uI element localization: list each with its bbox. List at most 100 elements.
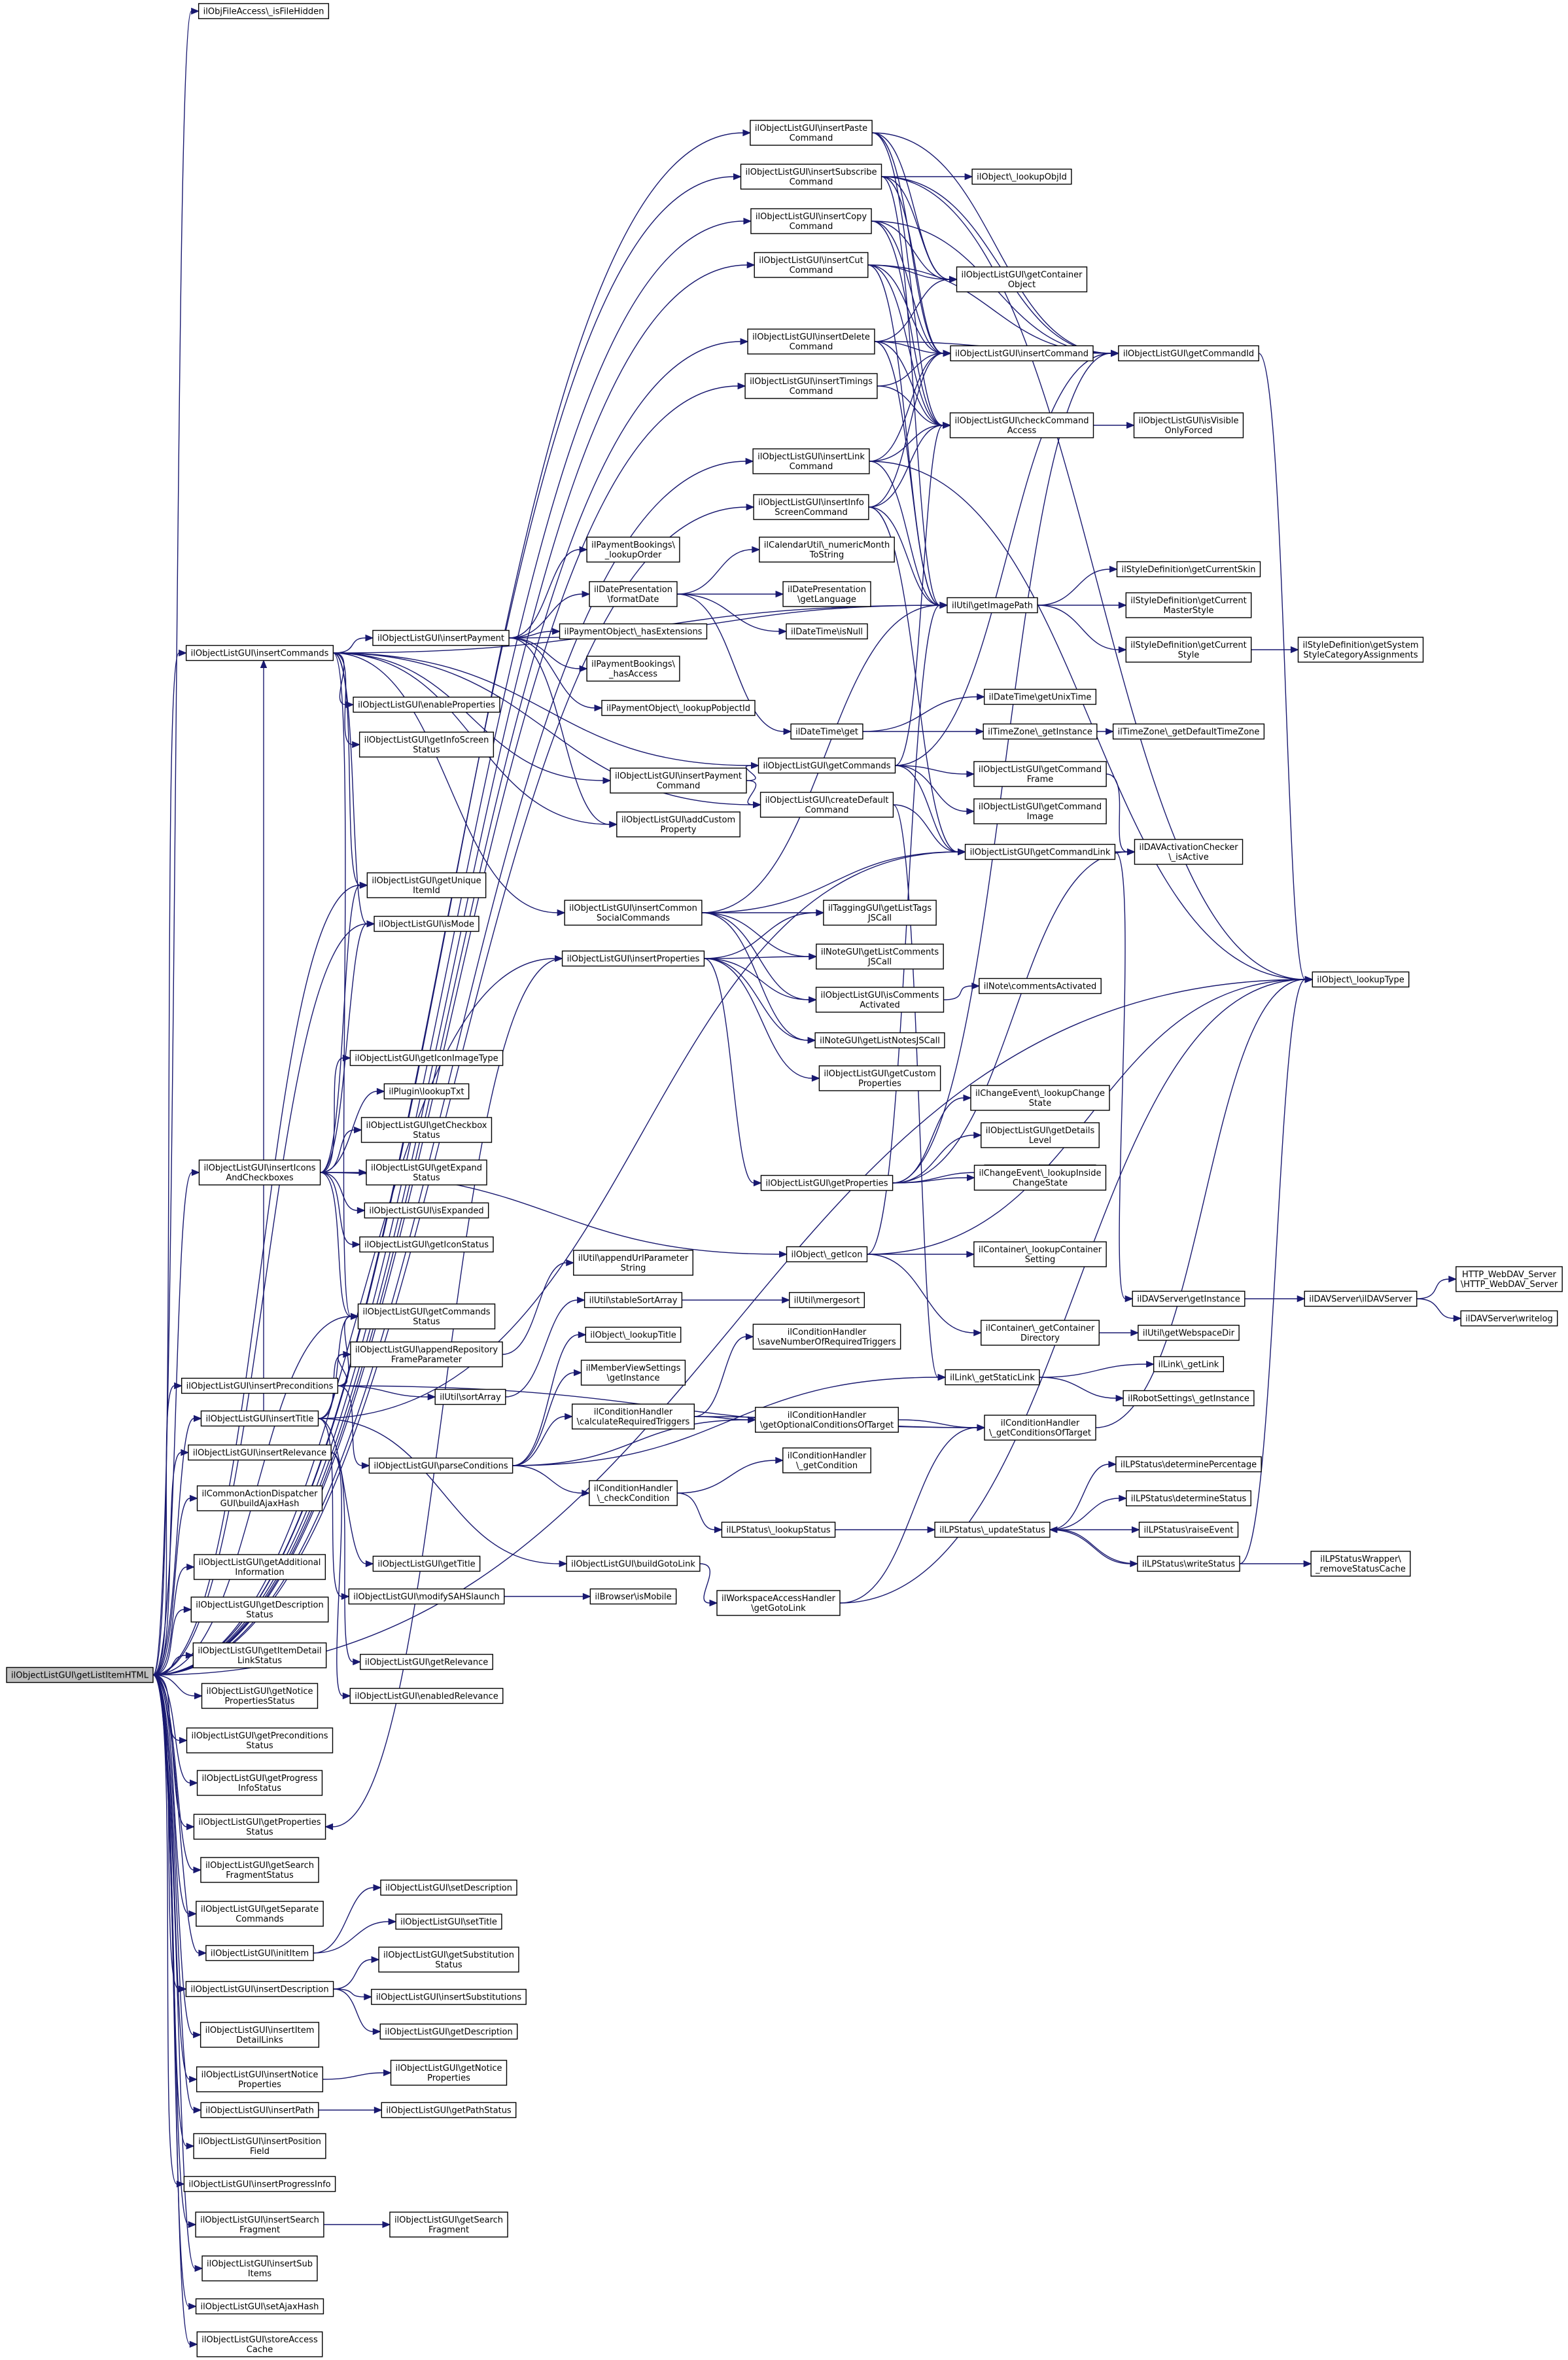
node-davisactive[interactable]: ilDAVActivationChecker\_isActive xyxy=(1134,839,1244,865)
node-settitle[interactable]: ilObjectListGUI\setTitle xyxy=(395,1913,502,1930)
node-getunixtime[interactable]: ilDateTime\getUnixTime xyxy=(983,688,1097,705)
node-geticon[interactable]: ilObject\_getIcon xyxy=(786,1246,868,1263)
node-calculaterequiredtriggers[interactable]: ilConditionHandler\calculateRequiredTrig… xyxy=(571,1403,695,1430)
node-hasextensions[interactable]: ilPaymentObject\_hasExtensions xyxy=(559,623,708,640)
node-removestatuscache[interactable]: ilLPStatusWrapper\_removeStatusCache xyxy=(1310,1551,1411,1577)
node-setdescription[interactable]: ilObjectListGUI\setDescription xyxy=(380,1879,517,1896)
node-insertdescription[interactable]: ilObjectListGUI\insertDescription xyxy=(185,1981,334,1998)
node-insertprogressinfo[interactable]: ilObjectListGUI\insertProgressInfo xyxy=(183,2175,336,2193)
node-getcommandid[interactable]: ilObjectListGUI\getCommandId xyxy=(1118,345,1259,362)
node-lookuppobjectid[interactable]: ilPaymentObject\_lookupPobjectId xyxy=(601,699,756,716)
node-appendrepositoryframe[interactable]: ilObjectListGUI\appendRepositoryFramePar… xyxy=(350,1341,503,1367)
node-isnull[interactable]: ilDateTime\isNull xyxy=(786,623,868,640)
node-ismobile[interactable]: ilBrowser\isMobile xyxy=(589,1588,677,1605)
node-parseconditions[interactable]: ilObjectListGUI\parseConditions xyxy=(368,1457,514,1474)
node-buildgotolink[interactable]: ilObjectListGUI\buildGotoLink xyxy=(566,1555,701,1572)
node-setajaxhash[interactable]: ilObjectListGUI\setAjaxHash xyxy=(195,2298,324,2315)
node-determinestatus[interactable]: ilLPStatus\determineStatus xyxy=(1126,1490,1251,1507)
node-insertrelevance[interactable]: ilObjectListGUI\insertRelevance xyxy=(188,1444,332,1461)
node-getoptionalconditions[interactable]: ilConditionHandler\getOptionalConditions… xyxy=(755,1407,899,1433)
node-formatdate[interactable]: ilDatePresentation\formatDate xyxy=(589,581,678,607)
node-getsystemstyle[interactable]: ilStyleDefinition\getSystemStyleCategory… xyxy=(1297,637,1424,663)
node-paymentlookuporder[interactable]: ilPaymentBookings\_lookupOrder xyxy=(586,537,680,563)
node-davserver[interactable]: ilDAVServer\ilDAVServer xyxy=(1304,1290,1418,1307)
node-insertpreconditions[interactable]: ilObjectListGUI\insertPreconditions xyxy=(181,1377,339,1394)
node-geticonstatus[interactable]: ilObjectListGUI\getIconStatus xyxy=(359,1236,494,1253)
node-enableproperties[interactable]: ilObjectListGUI\enableProperties xyxy=(353,696,500,713)
node-updatestatus[interactable]: ilLPStatus\_updateStatus xyxy=(934,1521,1051,1538)
node-lookupobjid[interactable]: ilObject\_lookupObjId xyxy=(971,168,1072,185)
node-tzgetinstance[interactable]: ilTimeZone\_getInstance xyxy=(983,723,1098,740)
node-stablesortarray[interactable]: ilUtil\stableSortArray xyxy=(584,1292,683,1309)
node-getlink[interactable]: ilLink\_getLink xyxy=(1153,1356,1225,1373)
node-lookuptxt[interactable]: ilPlugin\lookupTxt xyxy=(383,1083,470,1100)
node-hasaccess[interactable]: ilPaymentBookings\_hasAccess xyxy=(586,656,680,682)
node-gettitle[interactable]: ilObjectListGUI\getTitle xyxy=(372,1555,481,1572)
node-writestatus[interactable]: ilLPStatus\writeStatus xyxy=(1137,1555,1240,1572)
node-getpathstatus[interactable]: ilObjectListGUI\getPathStatus xyxy=(381,2102,517,2119)
node-datetimeget[interactable]: ilDateTime\get xyxy=(790,723,863,740)
node-davgetinstance[interactable]: ilDAVServer\getInstance xyxy=(1132,1290,1246,1307)
node-checkcondition[interactable]: ilConditionHandler\_checkCondition xyxy=(589,1480,678,1506)
node-getconditionsoftarget[interactable]: ilConditionHandler\_getConditionsOfTarge… xyxy=(984,1415,1096,1441)
node-isfilehidden[interactable]: ilObjFileAccess\_isFileHidden xyxy=(198,3,330,20)
node-commentsactivated[interactable]: ilNote\commentsActivated xyxy=(979,977,1102,995)
node-lookuptype[interactable]: ilObject\_lookupType xyxy=(1312,971,1410,988)
node-getdescription[interactable]: ilObjectListGUI\getDescription xyxy=(379,2023,518,2040)
node-insertcommand[interactable]: ilObjectListGUI\insertCommand xyxy=(950,345,1094,362)
node-determinepercentage[interactable]: ilLPStatus\determinePercentage xyxy=(1115,1456,1262,1473)
node-root[interactable]: ilObjectListGUI\getListItemHTML xyxy=(6,1666,154,1683)
node-getcommandlink[interactable]: ilObjectListGUI\getCommandLink xyxy=(964,843,1116,860)
node-sortarray[interactable]: ilUtil\sortArray xyxy=(434,1388,506,1405)
node-inititem[interactable]: ilObjectListGUI\initItem xyxy=(205,1945,314,1962)
node-insertcommonsocial[interactable]: ilObjectListGUI\insertCommonSocialComman… xyxy=(564,900,703,926)
node-insertproperties[interactable]: ilObjectListGUI\insertProperties xyxy=(561,950,705,967)
node-lookuptitle[interactable]: ilObject\_lookupTitle xyxy=(585,1326,682,1343)
node-getgotolink[interactable]: ilWorkspaceAccessHandler\getGotoLink xyxy=(716,1590,841,1616)
node-getnoticepropertiesstatus[interactable]: ilObjectListGUI\getNoticePropertiesStatu… xyxy=(201,1683,319,1709)
node-ismode[interactable]: ilObjectListGUI\isMode xyxy=(374,915,479,932)
node-savenumberofrequiredtriggers[interactable]: ilConditionHandler\saveNumberOfRequiredT… xyxy=(752,1324,901,1350)
node-getdefaulttimezone[interactable]: ilTimeZone\_getDefaultTimeZone xyxy=(1112,723,1265,740)
node-enabledrelevance[interactable]: ilObjectListGUI\enabledRelevance xyxy=(349,1687,504,1704)
node-geticonimagetype[interactable]: ilObjectListGUI\getIconImageType xyxy=(349,1049,504,1066)
node-getproperties[interactable]: ilObjectListGUI\getProperties xyxy=(760,1174,894,1191)
